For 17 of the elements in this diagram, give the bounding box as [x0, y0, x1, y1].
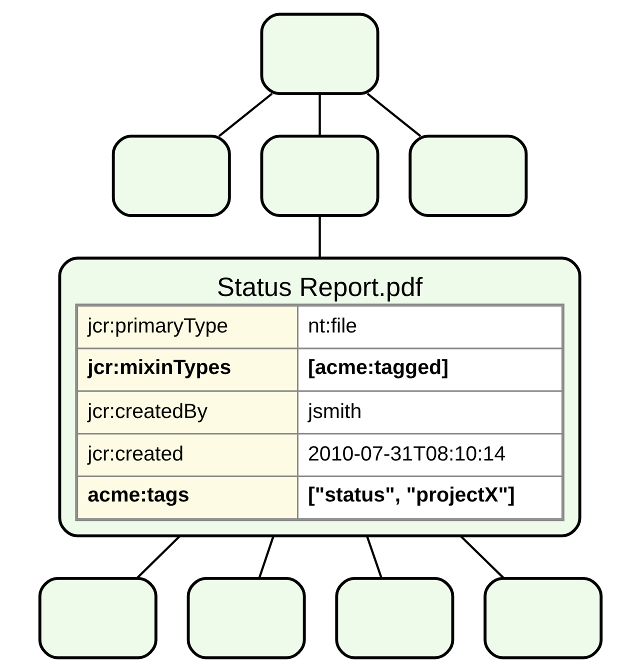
connector	[318, 216, 321, 258]
node-box	[335, 576, 454, 660]
node-box	[112, 134, 231, 217]
node-box	[484, 576, 603, 660]
node-box	[260, 134, 380, 217]
node-box: Status Report.pdf jcr:primaryType nt:file jcr:mixinTypes [acme:tagged] jcr:createdBy jsmith jcr:created 2010-07-31T08:10:14 acme:tags ["status", "projectX"]	[58, 256, 582, 538]
connector	[460, 535, 505, 579]
connector	[366, 536, 383, 579]
connector	[218, 92, 273, 137]
connector	[366, 92, 422, 137]
node-box	[408, 134, 528, 217]
connector	[258, 536, 274, 579]
connector	[318, 94, 321, 136]
node-box	[38, 576, 158, 660]
node-box	[260, 12, 380, 96]
connector	[136, 535, 181, 579]
node-box	[186, 576, 306, 660]
